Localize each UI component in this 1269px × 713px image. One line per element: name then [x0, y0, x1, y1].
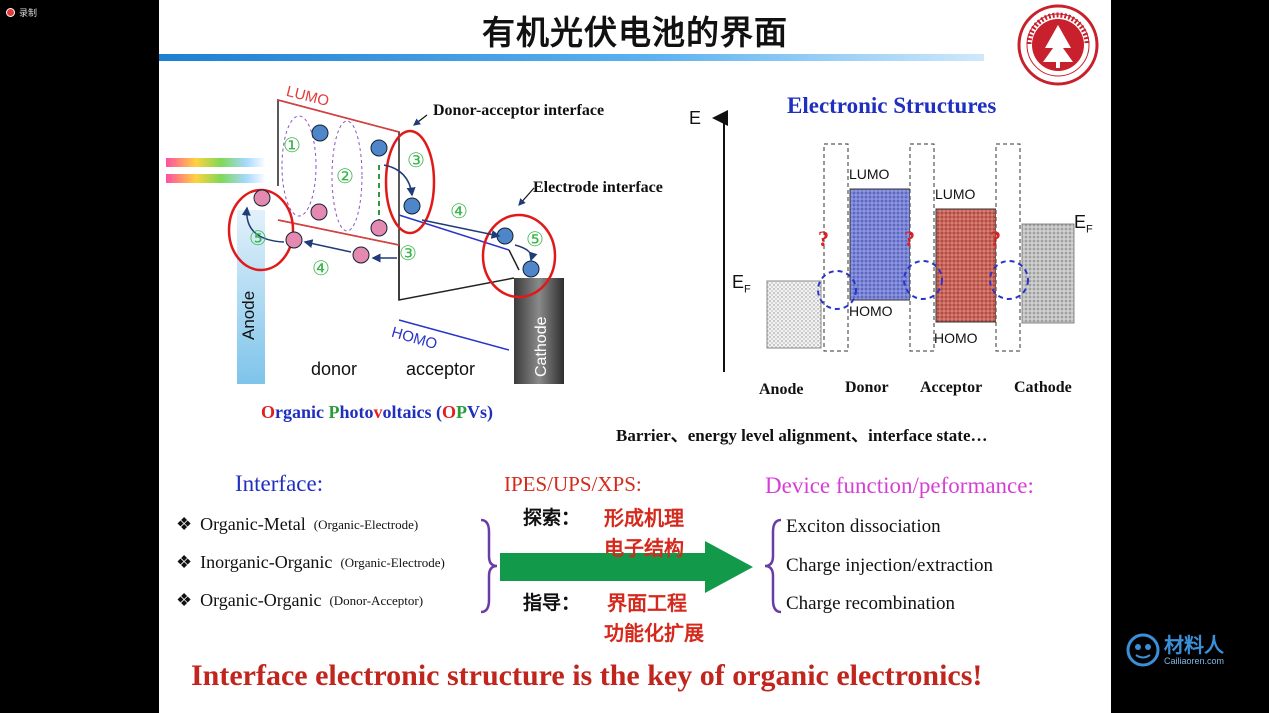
watermark-subtext: Cailiaoren.com — [1164, 656, 1225, 666]
left-brace — [764, 518, 782, 614]
presentation-slide: 有机光伏电池的界面 — [159, 0, 1111, 713]
barrier-question-3: ? — [990, 226, 1001, 251]
energy-level-diagram — [712, 110, 1075, 372]
anode-label: Anode — [239, 290, 258, 340]
caption-O2: O — [442, 402, 457, 422]
anode-energy-label: Anode — [759, 381, 804, 398]
electronic-structures-heading: Electronic Structures — [787, 93, 997, 118]
caption-rganic: rganic — [275, 402, 329, 422]
function-item-3: Charge recombination — [786, 593, 956, 614]
step-2: ② — [336, 166, 354, 188]
opv-diagram — [166, 99, 564, 384]
acceptor-label: acceptor — [406, 359, 476, 379]
function-item-2: Charge injection/extraction — [786, 555, 993, 576]
donor-lumo-label: LUMO — [849, 166, 890, 182]
guide-item-2: 功能化扩展 — [604, 621, 704, 645]
step-5-left: ⑤ — [249, 228, 267, 250]
watermark-text: 材料人 — [1164, 633, 1224, 657]
right-brace — [480, 518, 498, 614]
interface-item-main: Organic-Organic — [200, 590, 322, 610]
fermi-level-right: EF — [1074, 212, 1093, 236]
bullet-icon: ❖ — [176, 514, 193, 534]
explore-item-1: 形成机理 — [604, 506, 684, 530]
fermi-left-sub: F — [744, 283, 751, 296]
electrode-interface-label: Electrode interface — [533, 179, 663, 196]
barrier-question-2: ? — [904, 226, 915, 251]
explore-item-2: 电子结构 — [604, 536, 684, 560]
step-4-lower: ④ — [312, 258, 330, 280]
recording-label: 录制 — [19, 9, 38, 19]
acceptor-homo-label: HOMO — [934, 330, 978, 346]
caption-hoto: hoto — [339, 402, 374, 422]
caption-V: V — [467, 402, 481, 422]
recording-indicator: 录制 — [6, 6, 37, 19]
methods-label: IPES/UPS/XPS: — [504, 472, 642, 496]
cathode-energy-label: Cathode — [1014, 379, 1072, 396]
interface-item-main: Inorganic-Organic — [200, 552, 333, 572]
energy-axis-label: E — [689, 108, 702, 128]
interface-item-sub: (Organic-Electrode) — [340, 554, 445, 570]
fermi-level-left: EF — [732, 272, 751, 296]
donor-label: donor — [311, 359, 358, 379]
caption-v: v — [373, 402, 383, 422]
caption-P2: P — [456, 402, 468, 422]
function-item-1: Exciton dissociation — [786, 516, 941, 537]
conclusion-text: Interface electronic structure is the ke… — [191, 659, 983, 692]
explore-label: 探索： — [523, 507, 581, 529]
interface-title: Interface: — [235, 471, 324, 496]
step-3-lower: ③ — [399, 243, 417, 265]
caption-O1: O — [261, 402, 276, 422]
guide-item-1: 界面工程 — [607, 591, 687, 615]
fermi-right-sub: F — [1086, 223, 1093, 236]
fermi-left-e: E — [732, 272, 745, 292]
bullet-icon: ❖ — [176, 552, 193, 572]
device-function-title: Device function/peformance: — [765, 473, 1034, 498]
acceptor-energy-label: Acceptor — [920, 379, 983, 396]
barrier-question-1: ? — [818, 226, 829, 251]
step-1: ① — [283, 135, 301, 157]
green-arrow-icon — [500, 541, 753, 593]
interface-item-3: ❖ Organic-Organic (Donor-Acceptor) — [176, 590, 423, 611]
donor-homo-label: HOMO — [849, 303, 893, 319]
caption-oltaics: oltaics ( — [382, 402, 443, 422]
interface-item-main: Organic-Metal — [200, 514, 306, 534]
opv-caption: Organic Photovoltaics (OPVs) — [261, 402, 493, 423]
acceptor-lumo-label: LUMO — [935, 186, 976, 202]
step-4-upper: ④ — [450, 201, 468, 223]
record-icon — [6, 8, 15, 17]
step-3-upper: ③ — [407, 150, 425, 172]
barrier-caption: Barrier、energy level alignment、interface… — [616, 426, 988, 445]
university-seal-logo — [1017, 4, 1099, 86]
watermark: 材料人 Cailiaoren.com — [1126, 633, 1224, 667]
caption-s: s) — [480, 402, 494, 422]
interface-item-1: ❖ Organic-Metal (Organic-Electrode) — [176, 514, 418, 535]
interface-item-2: ❖ Inorganic-Organic (Organic-Electrode) — [176, 552, 445, 573]
title-bar — [159, 54, 984, 61]
guide-label: 指导： — [523, 592, 581, 614]
step-5-right: ⑤ — [526, 229, 544, 251]
donor-acceptor-interface-label: Donor-acceptor interface — [433, 102, 605, 119]
donor-energy-label: Donor — [845, 379, 889, 396]
fermi-right-e: E — [1074, 212, 1087, 232]
slide-title: 有机光伏电池的界面 — [482, 13, 788, 52]
cathode-label: Cathode — [533, 316, 550, 378]
watermark-logo-icon — [1126, 633, 1160, 667]
interface-item-sub: (Donor-Acceptor) — [329, 592, 424, 608]
interface-item-sub: (Organic-Electrode) — [313, 516, 419, 532]
caption-P: P — [328, 402, 340, 422]
bullet-icon: ❖ — [176, 590, 193, 610]
